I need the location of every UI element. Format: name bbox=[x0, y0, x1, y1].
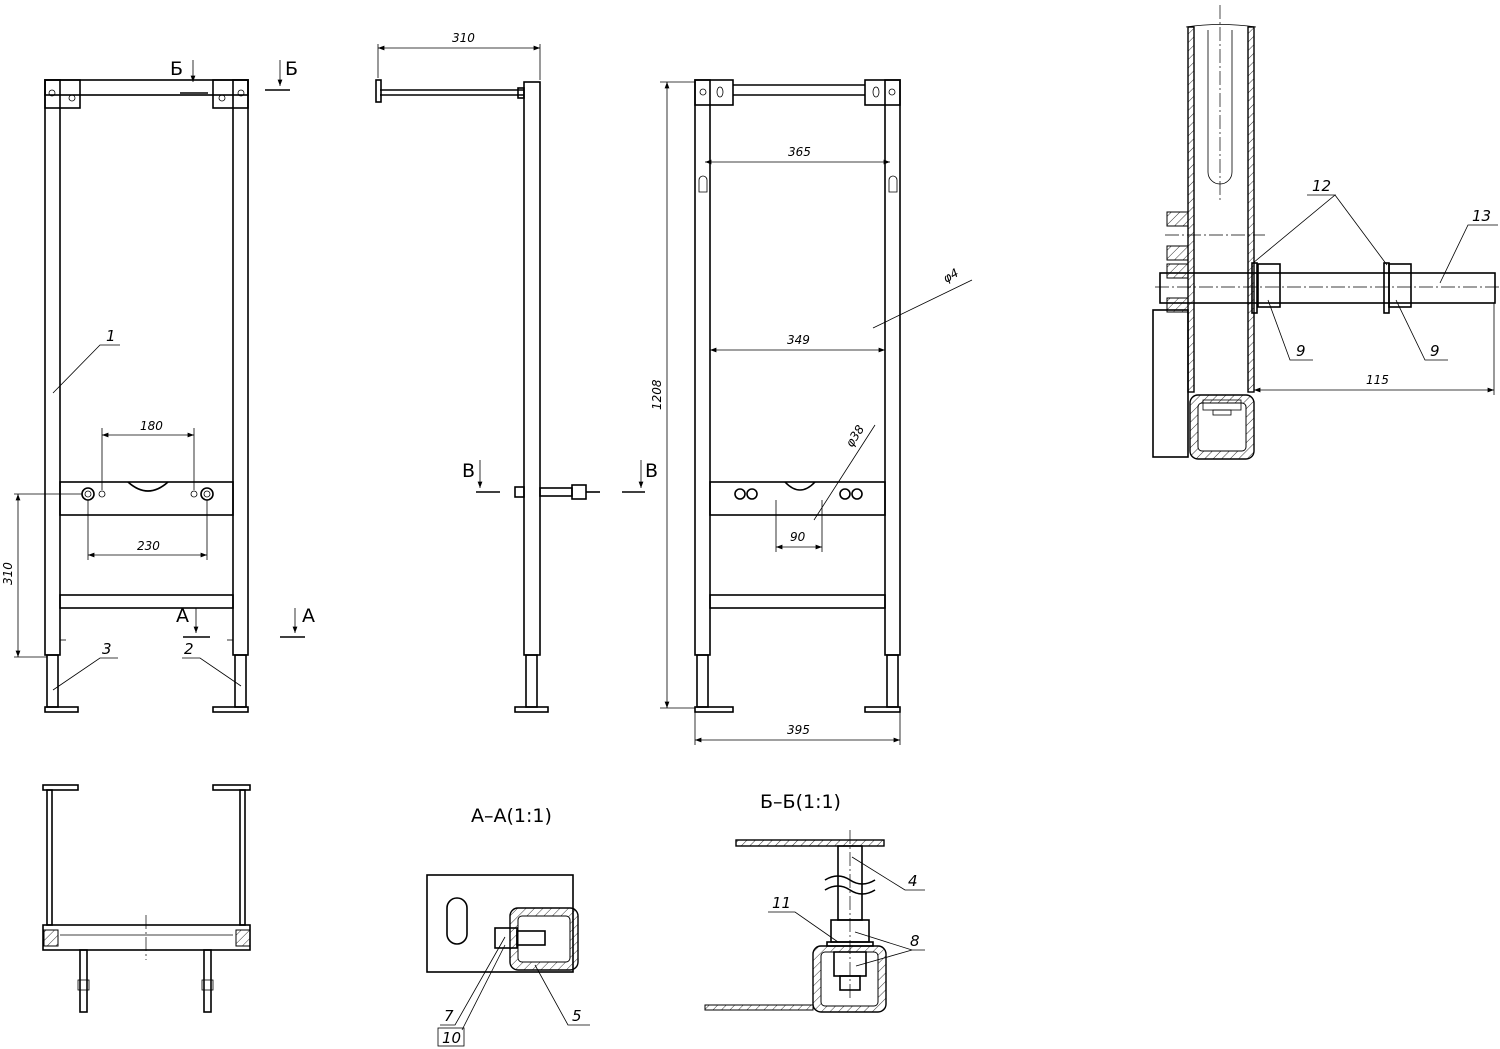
part-label-3: 3 bbox=[102, 640, 112, 658]
part-label-8: 8 bbox=[910, 932, 920, 950]
part-label-7: 7 bbox=[444, 1007, 454, 1025]
part-label-11: 11 bbox=[772, 894, 791, 912]
section-mark-v-right: В bbox=[645, 460, 658, 482]
part-label-12: 12 bbox=[1312, 177, 1331, 195]
dim-310-depth: 310 bbox=[452, 31, 475, 45]
dim-phi4: φ4 bbox=[941, 266, 961, 286]
detail-view: 12 13 9 9 115 bbox=[1152, 5, 1500, 460]
front-view: Б Б А А 180 230 310 1 3 2 bbox=[1, 58, 315, 713]
dim-230: 230 bbox=[137, 539, 160, 553]
dim-1208: 1208 bbox=[650, 379, 664, 410]
section-b-b: Б–Б(1:1) 4 11 8 bbox=[704, 791, 925, 1013]
section-mark-a-left: А bbox=[176, 605, 189, 627]
section-mark-b-left: Б bbox=[170, 58, 183, 80]
section-mark-b-right: Б bbox=[285, 58, 298, 80]
dim-395: 395 bbox=[787, 723, 810, 737]
part-label-4: 4 bbox=[908, 872, 918, 890]
plan-view bbox=[42, 784, 251, 1013]
dim-115: 115 bbox=[1366, 373, 1389, 387]
dim-349: 349 bbox=[787, 333, 810, 347]
dim-180: 180 bbox=[140, 419, 163, 433]
section-a-a: А–А(1:1) 7 10 5 bbox=[426, 805, 590, 1047]
part-label-9-right: 9 bbox=[1430, 342, 1440, 360]
section-mark-a-right: А bbox=[302, 605, 315, 627]
part-label-5: 5 bbox=[572, 1007, 582, 1025]
dim-310-height: 310 bbox=[1, 562, 15, 585]
part-label-13: 13 bbox=[1472, 207, 1491, 225]
section-aa-title: А–А(1:1) bbox=[471, 805, 552, 827]
part-label-2: 2 bbox=[184, 640, 194, 658]
side-view: 310 В В bbox=[375, 31, 658, 713]
dim-365: 365 bbox=[788, 145, 811, 159]
part-label-9-left: 9 bbox=[1296, 342, 1306, 360]
part-label-10: 10 bbox=[442, 1029, 461, 1047]
section-bb-title: Б–Б(1:1) bbox=[760, 791, 841, 813]
section-mark-v-left: В bbox=[462, 460, 475, 482]
part-label-1: 1 bbox=[106, 327, 116, 345]
dim-phi38: φ38 bbox=[843, 422, 868, 449]
dim-90: 90 bbox=[790, 530, 806, 544]
rear-view: 365 349 φ4 1208 395 φ38 90 bbox=[650, 79, 973, 745]
